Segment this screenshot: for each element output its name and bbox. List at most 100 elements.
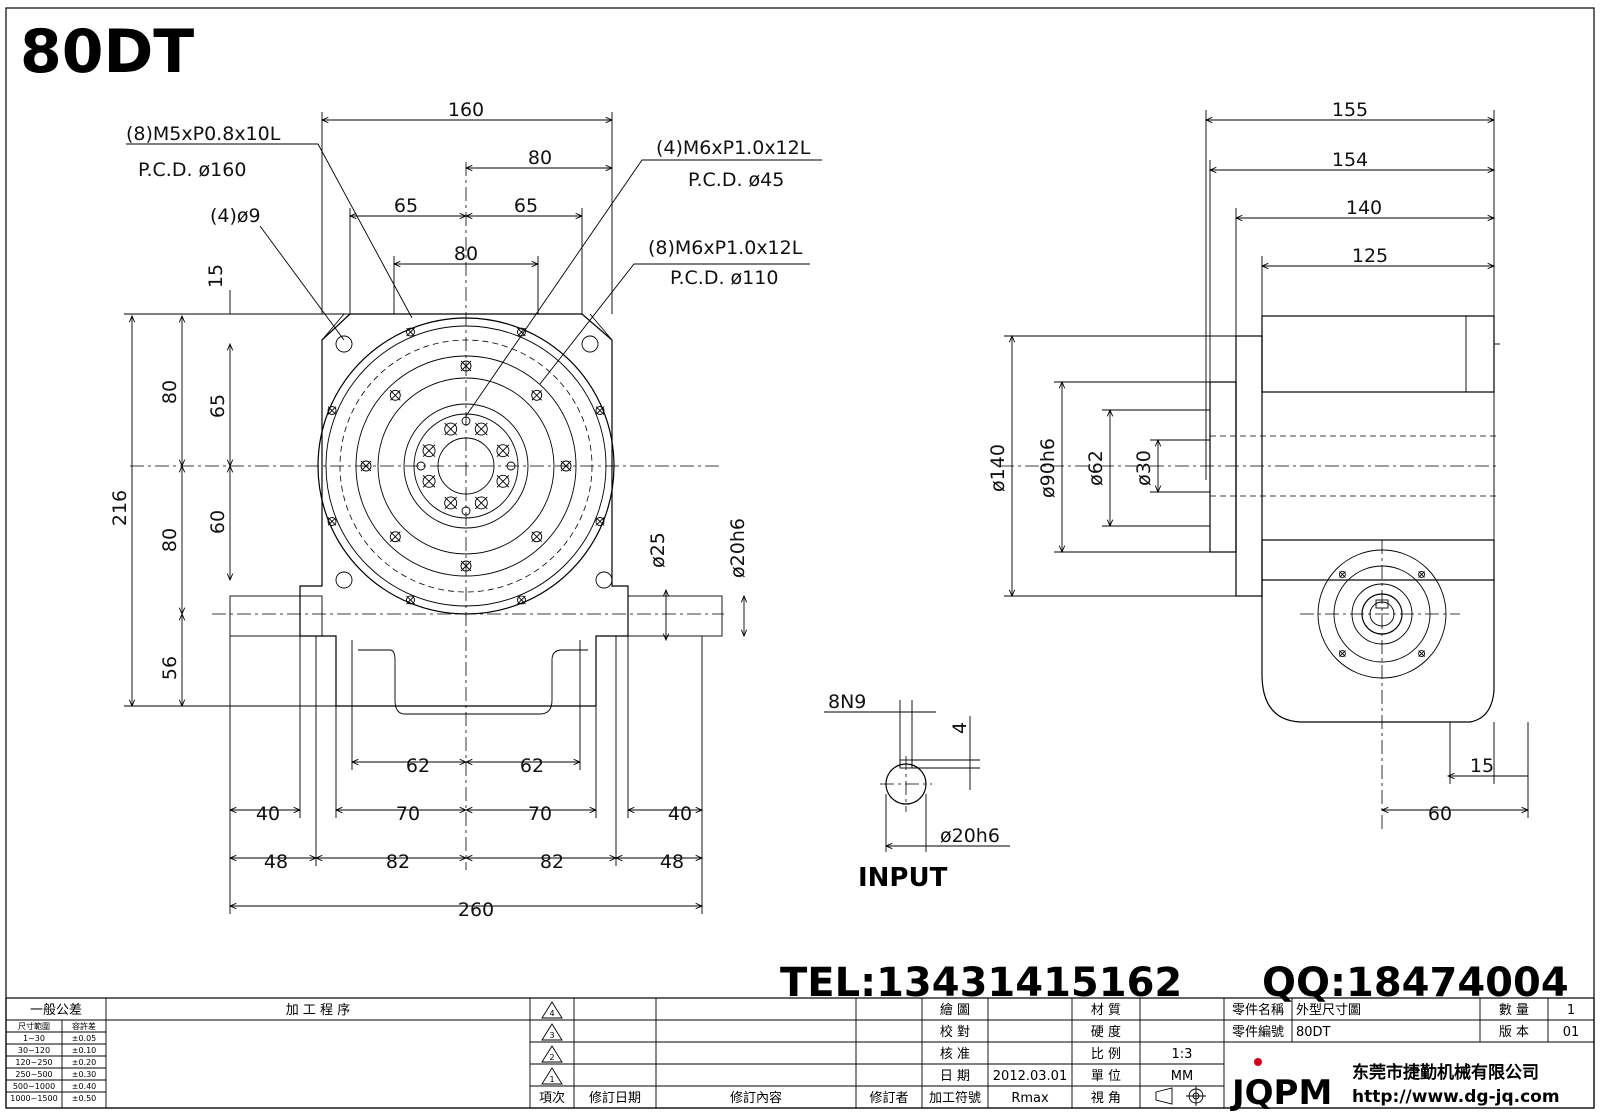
dim-140: 140 [1346, 197, 1382, 219]
revision-number: 1 [549, 1075, 554, 1084]
dim-160: 160 [448, 99, 484, 121]
bolt-hole [460, 360, 472, 372]
bolt-hole [360, 460, 372, 472]
dim-40-left: 40 [256, 803, 280, 825]
company-name: 东莞市捷勤机械有限公司 [1352, 1062, 1539, 1083]
dim-80-vert-b: 80 [159, 528, 181, 552]
revision-number: 4 [549, 1009, 554, 1018]
front-view [130, 162, 724, 870]
label-qty: 數 量 [1499, 1003, 1529, 1018]
label-hardness: 硬 度 [1091, 1024, 1121, 1040]
rev-col-reviser: 修訂者 [869, 1090, 908, 1106]
bolt-hole [444, 496, 458, 510]
bolt-hole [422, 444, 436, 458]
logo-dot-icon [1254, 1058, 1262, 1066]
value-part-name: 外型尺寸圖 [1296, 1003, 1361, 1018]
tol-col-range: 尺寸範圍 [18, 1021, 50, 1031]
bolt-hole [1338, 570, 1346, 578]
title-block: 一般公差 加 工 程 序 尺寸範圍 容許差 1~30±0.0530~120±0.… [5, 997, 1595, 1113]
side-view [1000, 315, 1500, 830]
value-rmax: Rmax [1011, 1091, 1049, 1106]
dim-56-vert: 56 [159, 656, 181, 680]
dim-82-left: 82 [386, 851, 410, 873]
tol-range: 1000~1500 [10, 1094, 57, 1103]
dim-65-vert: 65 [207, 394, 229, 418]
process-header: 加 工 程 序 [286, 1003, 350, 1018]
drawing-title: 80DT [20, 17, 194, 87]
callout-m6b-pcd: P.C.D. ø110 [670, 267, 778, 289]
bolt-hole [1418, 650, 1426, 658]
dim-154: 154 [1332, 149, 1368, 171]
dim-70-left: 70 [396, 803, 420, 825]
tol-allowance: ±0.30 [72, 1070, 97, 1079]
tol-range: 30~120 [18, 1046, 50, 1055]
front-dimension-labels: 160 80 65 65 80 15 80 65 216 80 60 56 ø2… [109, 99, 811, 921]
value-qty: 1 [1567, 1003, 1575, 1018]
bolt-hole [389, 389, 401, 401]
front-dimensions [124, 112, 822, 914]
dim-155: 155 [1332, 99, 1368, 121]
label-version: 版 本 [1499, 1025, 1529, 1040]
tel-text: TEL:13431415162 [780, 960, 1182, 1006]
dim-d30: ø30 [1133, 450, 1155, 486]
rev-col-date: 修訂日期 [589, 1090, 641, 1106]
dim-15-vert: 15 [205, 264, 227, 288]
tol-col-allow: 容許差 [72, 1021, 96, 1031]
callout-m6a-pcd: P.C.D. ø45 [688, 169, 784, 191]
dim-65-left: 65 [394, 195, 418, 217]
bolt-hole [422, 474, 436, 488]
tol-range: 500~1000 [13, 1082, 55, 1091]
tol-range: 1~30 [23, 1034, 45, 1043]
dim-15-side: 15 [1470, 755, 1494, 777]
label-scale: 比 例 [1091, 1047, 1121, 1062]
dim-d62: ø62 [1085, 450, 1107, 486]
bolt-hole [327, 406, 337, 415]
input-dia-label: ø20h6 [940, 825, 1000, 847]
rev-col-item: 項次 [539, 1090, 565, 1106]
label-view: 視 角 [1091, 1091, 1121, 1106]
revision-triangle-icon [541, 1023, 563, 1041]
tol-range: 250~500 [15, 1070, 52, 1079]
dim-60-vert: 60 [207, 510, 229, 534]
bolt-hole [327, 517, 337, 526]
label-unit: 單 位 [1091, 1069, 1121, 1084]
projection-symbol-icon [1155, 1086, 1206, 1106]
input-label: INPUT [858, 863, 948, 893]
dim-260: 260 [458, 899, 494, 921]
tol-allowance: ±0.40 [72, 1082, 97, 1091]
bolt-hole [460, 560, 472, 572]
callout-m5: (8)M5xP0.8x10L [126, 123, 281, 145]
bolt-hole [506, 461, 516, 471]
company-logo: JQPM [1230, 1073, 1332, 1112]
input-key-label: 8N9 [828, 691, 866, 713]
dim-d90h6: ø90h6 [1037, 438, 1059, 498]
tol-allowance: ±0.20 [72, 1058, 97, 1067]
bolt-hole [496, 444, 510, 458]
revision-number: 2 [549, 1053, 554, 1062]
bolt-hole [1418, 570, 1426, 578]
input-depth-label: 4 [949, 722, 971, 734]
dim-62-left: 62 [406, 755, 430, 777]
value-scale: 1:3 [1172, 1047, 1193, 1062]
bolt-hole [496, 474, 510, 488]
revision-triangle-icon [541, 1045, 563, 1063]
value-unit: MM [1171, 1069, 1193, 1084]
bolt-hole [595, 517, 605, 526]
bolt-hole [406, 595, 415, 605]
bolt-hole [1338, 650, 1346, 658]
dim-d25: ø25 [647, 532, 669, 568]
value-date: 2012.03.01 [993, 1069, 1067, 1084]
callout-m6b: (8)M6xP1.0x12L [648, 237, 803, 259]
dim-40-right: 40 [668, 803, 692, 825]
bolt-hole [560, 460, 572, 472]
bolt-hole [595, 406, 605, 415]
dim-d140: ø140 [987, 444, 1009, 492]
bolt-hole [406, 327, 415, 337]
bolt-hole [416, 461, 426, 471]
rev-col-content: 修訂內容 [730, 1090, 782, 1106]
dim-82-right: 82 [540, 851, 564, 873]
label-draw: 繪 圖 [940, 1002, 970, 1018]
bolt-hole [461, 506, 471, 516]
